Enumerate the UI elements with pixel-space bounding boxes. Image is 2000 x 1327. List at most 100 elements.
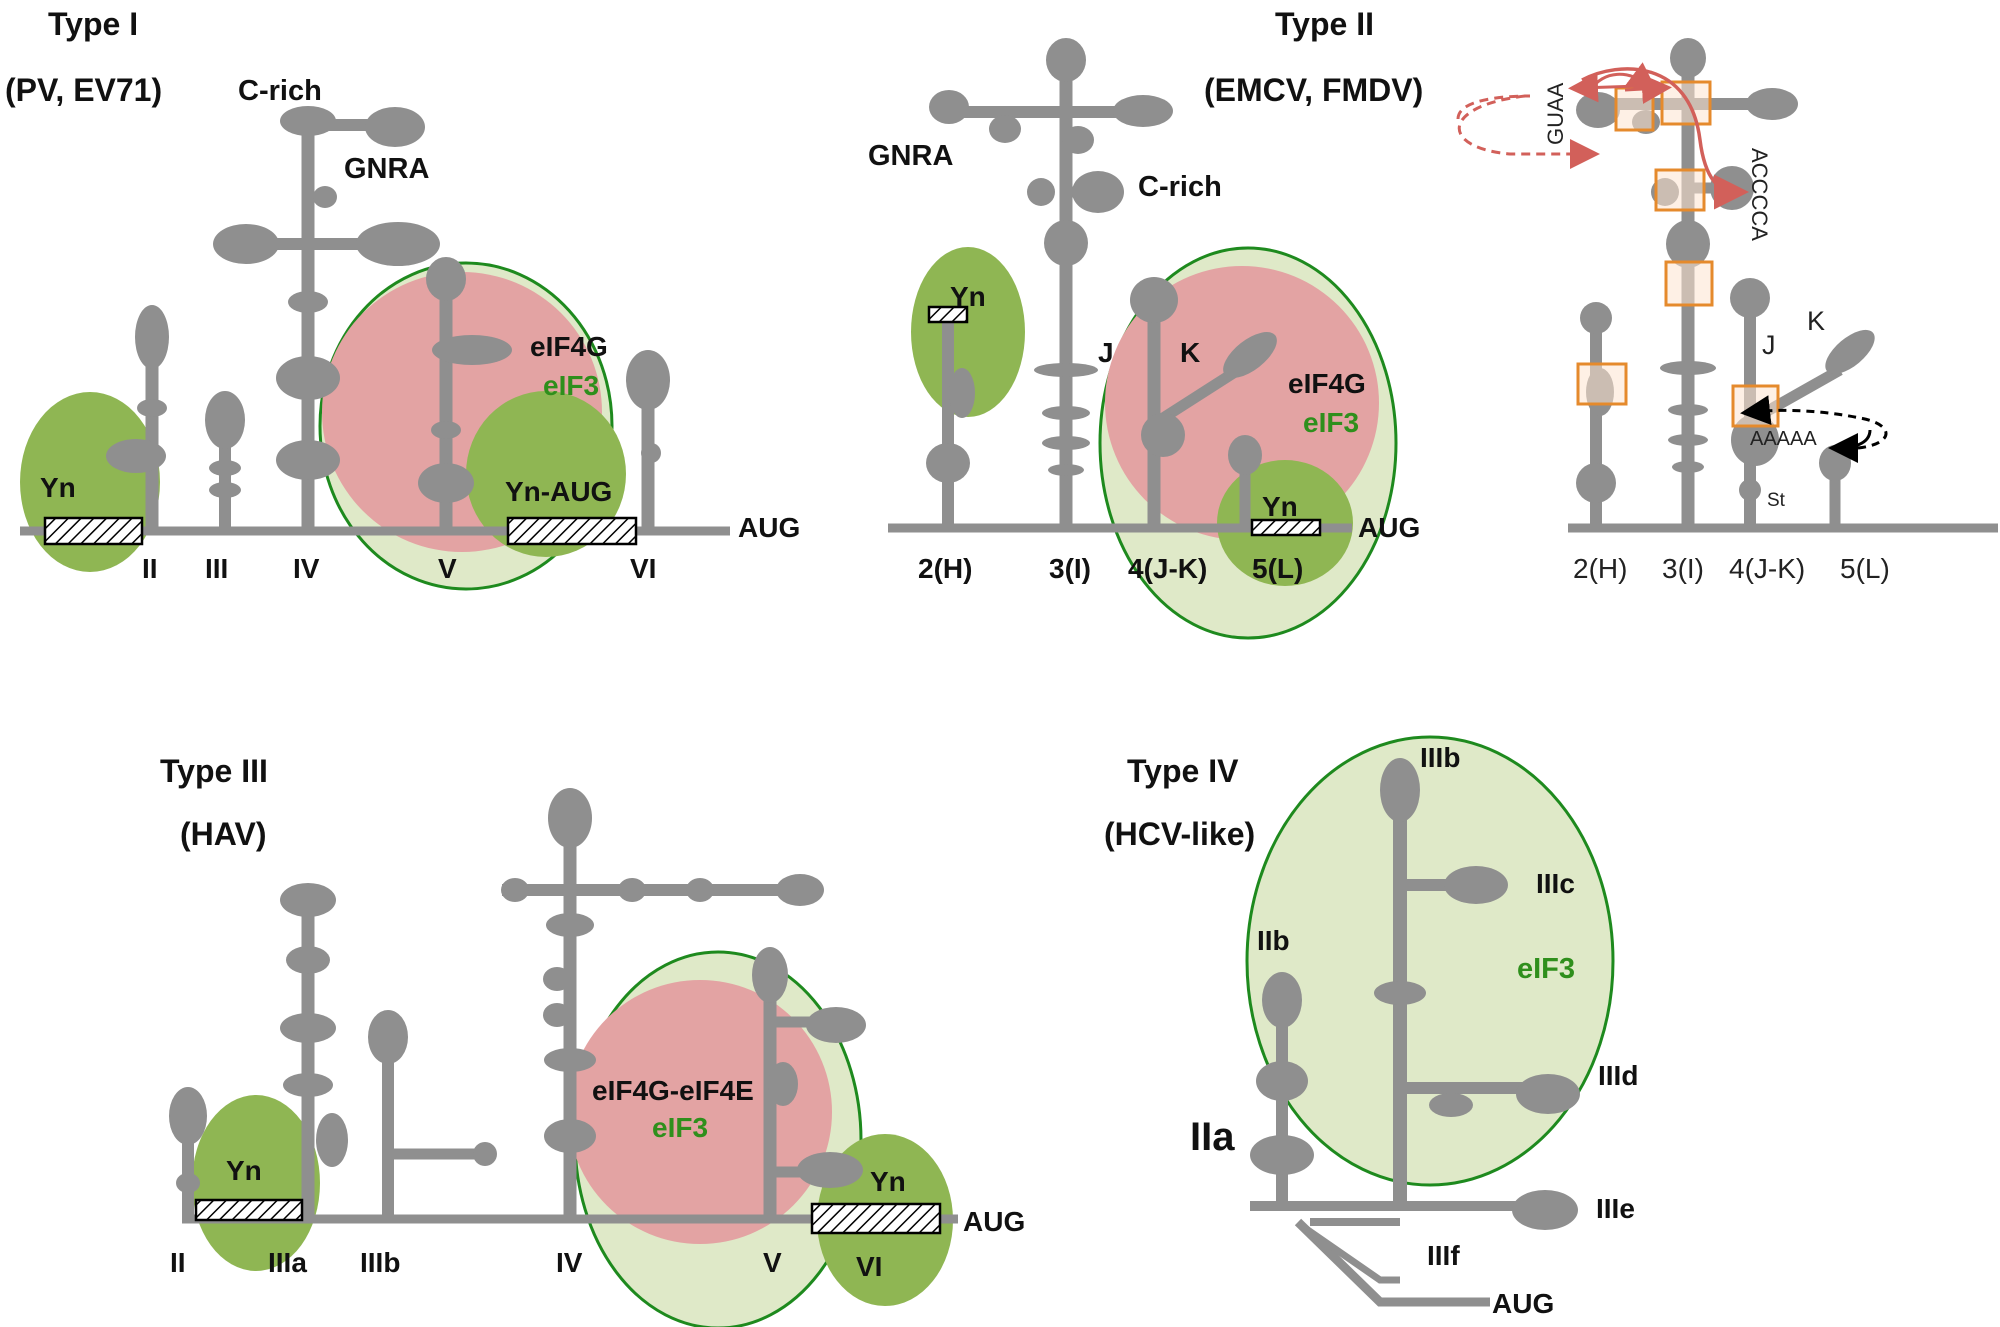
- type2-detail-red-dashed-arrow: [1456, 94, 1531, 120]
- type2-detail-domain-label: 2(H): [1573, 553, 1627, 584]
- type3-domain-label: IIIa: [268, 1247, 307, 1278]
- type2-detail-acccca-label: ACCCCA: [1747, 148, 1772, 241]
- type3-panel: Type III (HAV): [160, 753, 1025, 1327]
- type4-iia-loop: [1256, 1061, 1308, 1101]
- type3-domain-v: [752, 947, 866, 1219]
- type2-detail-orange-box: [1664, 260, 1714, 307]
- type3-yn-left-label: Yn: [226, 1155, 262, 1186]
- type2-domain-5l: [1228, 435, 1262, 528]
- type2-yn-top-label: Yn: [950, 281, 986, 312]
- type2-detail-guaa-label: GUAA: [1543, 82, 1568, 145]
- type4-iiif-label: IIIf: [1427, 1240, 1460, 1271]
- type1-domain-label: II: [142, 553, 158, 584]
- type1-domain-label: III: [205, 553, 228, 584]
- type2-detail-red-arrow: [1581, 67, 1749, 210]
- type2-detail-aaaaa-label: AAAAA: [1750, 428, 1817, 450]
- type4-title: Type IV: [1127, 753, 1239, 789]
- type3-aug-label: AUG: [963, 1206, 1025, 1237]
- type2-yn-top-region: [911, 247, 1025, 417]
- type3-eif4g-eif4e-label: eIF4G-eIF4E: [592, 1075, 754, 1106]
- type1-domain-label: V: [438, 553, 457, 584]
- type2-yn-label: Yn: [1262, 491, 1298, 522]
- type1-ynaug-label: Yn-AUG: [505, 476, 612, 507]
- type4-iiif-link: [1300, 1223, 1400, 1284]
- type1-yn-box: [43, 516, 144, 546]
- type4-iib-loop: [1262, 972, 1302, 1028]
- type1-subtitle: (PV, EV71): [5, 72, 162, 108]
- type2-detail-st-label: St: [1767, 490, 1786, 511]
- type1-domain-v: [418, 257, 512, 531]
- type3-domain-iiib: [368, 1010, 497, 1219]
- type3-domain-label: II: [170, 1247, 186, 1278]
- type3-domain-iiia: [280, 883, 348, 1219]
- type1-domain-iii: [205, 391, 245, 531]
- type3-subtitle: (HAV): [180, 816, 267, 852]
- type4-iiib-loop: [1380, 758, 1420, 822]
- type2-domain-4jk: [1130, 277, 1277, 528]
- type2-detail-orange-box: [1614, 86, 1655, 132]
- type1-ynaug-box: [506, 516, 638, 546]
- type3-domain-label: IV: [556, 1247, 583, 1278]
- type2-detail-orange-box: [1660, 80, 1712, 126]
- type2-domain-label: 3(I): [1049, 553, 1091, 584]
- type2-detail-orange-box: [1576, 362, 1628, 406]
- type2-detail-black-arrow: [1828, 429, 1872, 463]
- type2-crich-label: C-rich: [1138, 171, 1222, 203]
- type3-title: Type III: [160, 753, 268, 789]
- type4-iib-label: IIb: [1257, 925, 1290, 956]
- type1-crich-label: C-rich: [238, 75, 322, 107]
- type2-detail-domain-label: 5(L): [1840, 553, 1890, 584]
- type2-domain-2h: [926, 310, 975, 528]
- type2-detail-domain-2h: [1576, 302, 1616, 528]
- type2-detail: GUAA ACCCCA J K AAAAA St 2(H) 3(I) 4(J-K…: [1456, 38, 1998, 584]
- type2-detail-domain-label: 4(J-K): [1729, 553, 1805, 584]
- type4-aug-label: AUG: [1492, 1288, 1554, 1319]
- type1-aug-label: AUG: [738, 512, 800, 543]
- type2-detail-black-dashed-arrow: [1740, 395, 1888, 450]
- type1-yn-label: Yn: [40, 472, 76, 503]
- type2-domain-3i: [929, 38, 1173, 528]
- type3-yn-left-box: [194, 1198, 304, 1222]
- type3-yn-right-box: [810, 1202, 942, 1235]
- type2-aug-label: AUG: [1358, 512, 1420, 543]
- type3-eif3-label: eIF3: [652, 1112, 708, 1143]
- type4-iiid-bulge: [1429, 1093, 1473, 1117]
- type2-k-label: K: [1180, 337, 1200, 368]
- type1-domain-label: IV: [293, 553, 320, 584]
- type1-title: Type I: [48, 6, 138, 42]
- type3-domain-label: V: [763, 1247, 782, 1278]
- type4-eif3-label: eIF3: [1517, 953, 1575, 985]
- type2-detail-domain-5l: [1819, 445, 1851, 528]
- type4-iia-loop: [1250, 1135, 1314, 1175]
- type1-domain-label: VI: [630, 553, 656, 584]
- type4-subtitle: (HCV-like): [1104, 816, 1255, 852]
- type2-domain-label: 4(J-K): [1128, 553, 1207, 584]
- type2-detail-red-arrow: [1624, 74, 1672, 105]
- type2-yn-top-box: [927, 305, 969, 324]
- type2-detail-orange-box: [1731, 384, 1780, 428]
- type2-j-label: J: [1098, 337, 1114, 368]
- type2-detail-red-dashed-arrow: [1457, 94, 1600, 169]
- type3-domain-label: IIIb: [360, 1247, 400, 1278]
- type4-iia-label: IIa: [1190, 1115, 1235, 1159]
- type2-yn-box: [1250, 518, 1322, 537]
- type2-detail-red-arrow: [1568, 72, 1641, 103]
- type1-domain-vi: [626, 350, 670, 531]
- type4-iiid-loop: [1516, 1074, 1580, 1114]
- type4-iiie-loop: [1512, 1190, 1578, 1230]
- type1-ynaug-region: [466, 391, 626, 557]
- type3-yn-right-label: Yn: [870, 1166, 906, 1197]
- type4-iiic-loop: [1444, 866, 1508, 904]
- type1-gnra-label: GNRA: [344, 153, 429, 185]
- type2-domain-label: 2(H): [918, 553, 972, 584]
- type1-domain-iv: [213, 106, 440, 531]
- type1-domain-ii: [106, 305, 169, 531]
- type2-detail-k-label: K: [1807, 306, 1825, 336]
- type2-eif3-label: eIF3: [1303, 407, 1359, 438]
- type3-domain-ii: [169, 1087, 207, 1219]
- type4-eif3-region: [1245, 735, 1615, 1187]
- type4-iiib-label: IIIb: [1420, 742, 1460, 773]
- type1-panel: Type I (PV, EV71): [5, 6, 800, 591]
- type2-detail-domain-label: 3(I): [1662, 553, 1704, 584]
